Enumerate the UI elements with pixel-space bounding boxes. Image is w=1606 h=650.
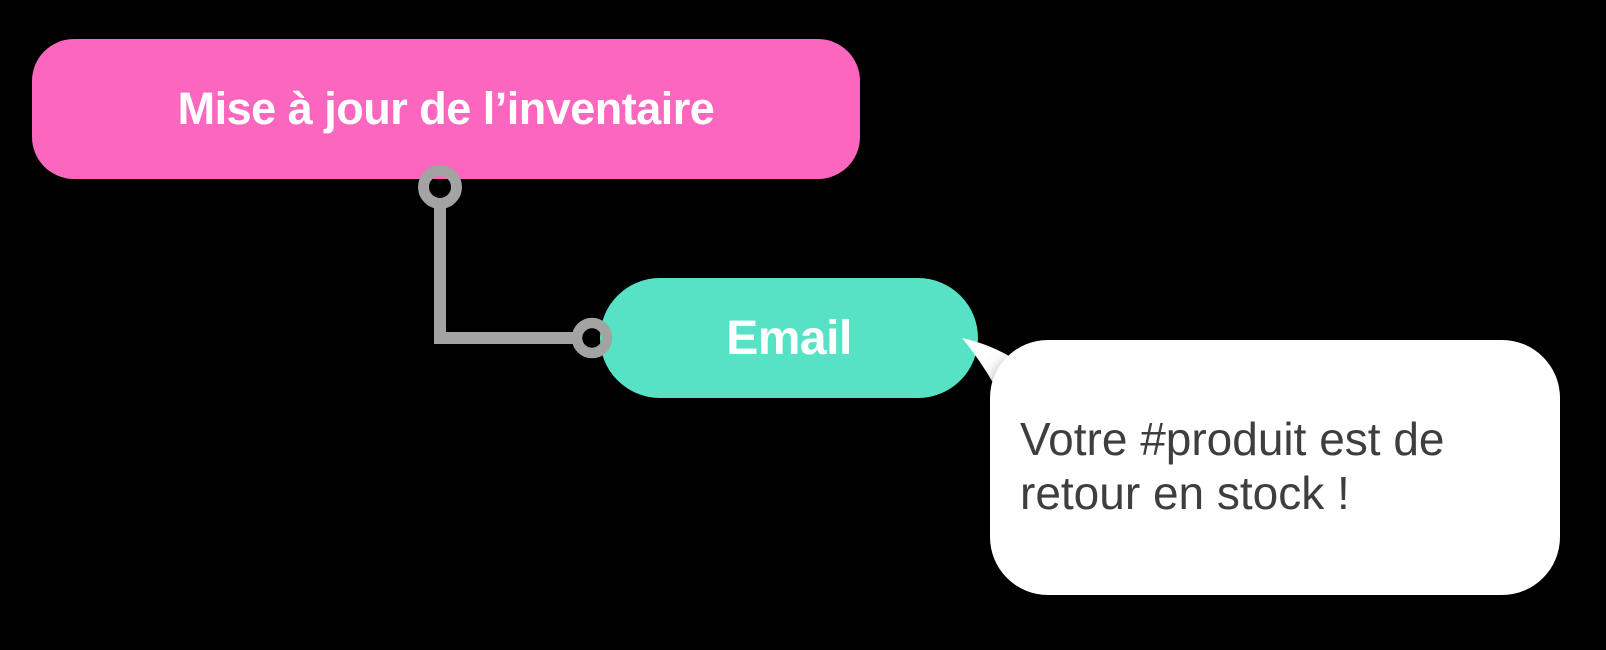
connector-line <box>434 206 574 344</box>
email-message-preview-text: Votre #produit est de retour en stock ! <box>1020 413 1445 519</box>
email-message-preview-bubble: Votre #produit est de retour en stock ! <box>990 340 1560 595</box>
trigger-node-inventory-update[interactable]: Mise à jour de l’inventaire <box>32 39 860 179</box>
action-node-email[interactable]: Email <box>600 278 978 398</box>
trigger-node-label: Mise à jour de l’inventaire <box>177 83 715 134</box>
action-node-label: Email <box>726 311 852 365</box>
